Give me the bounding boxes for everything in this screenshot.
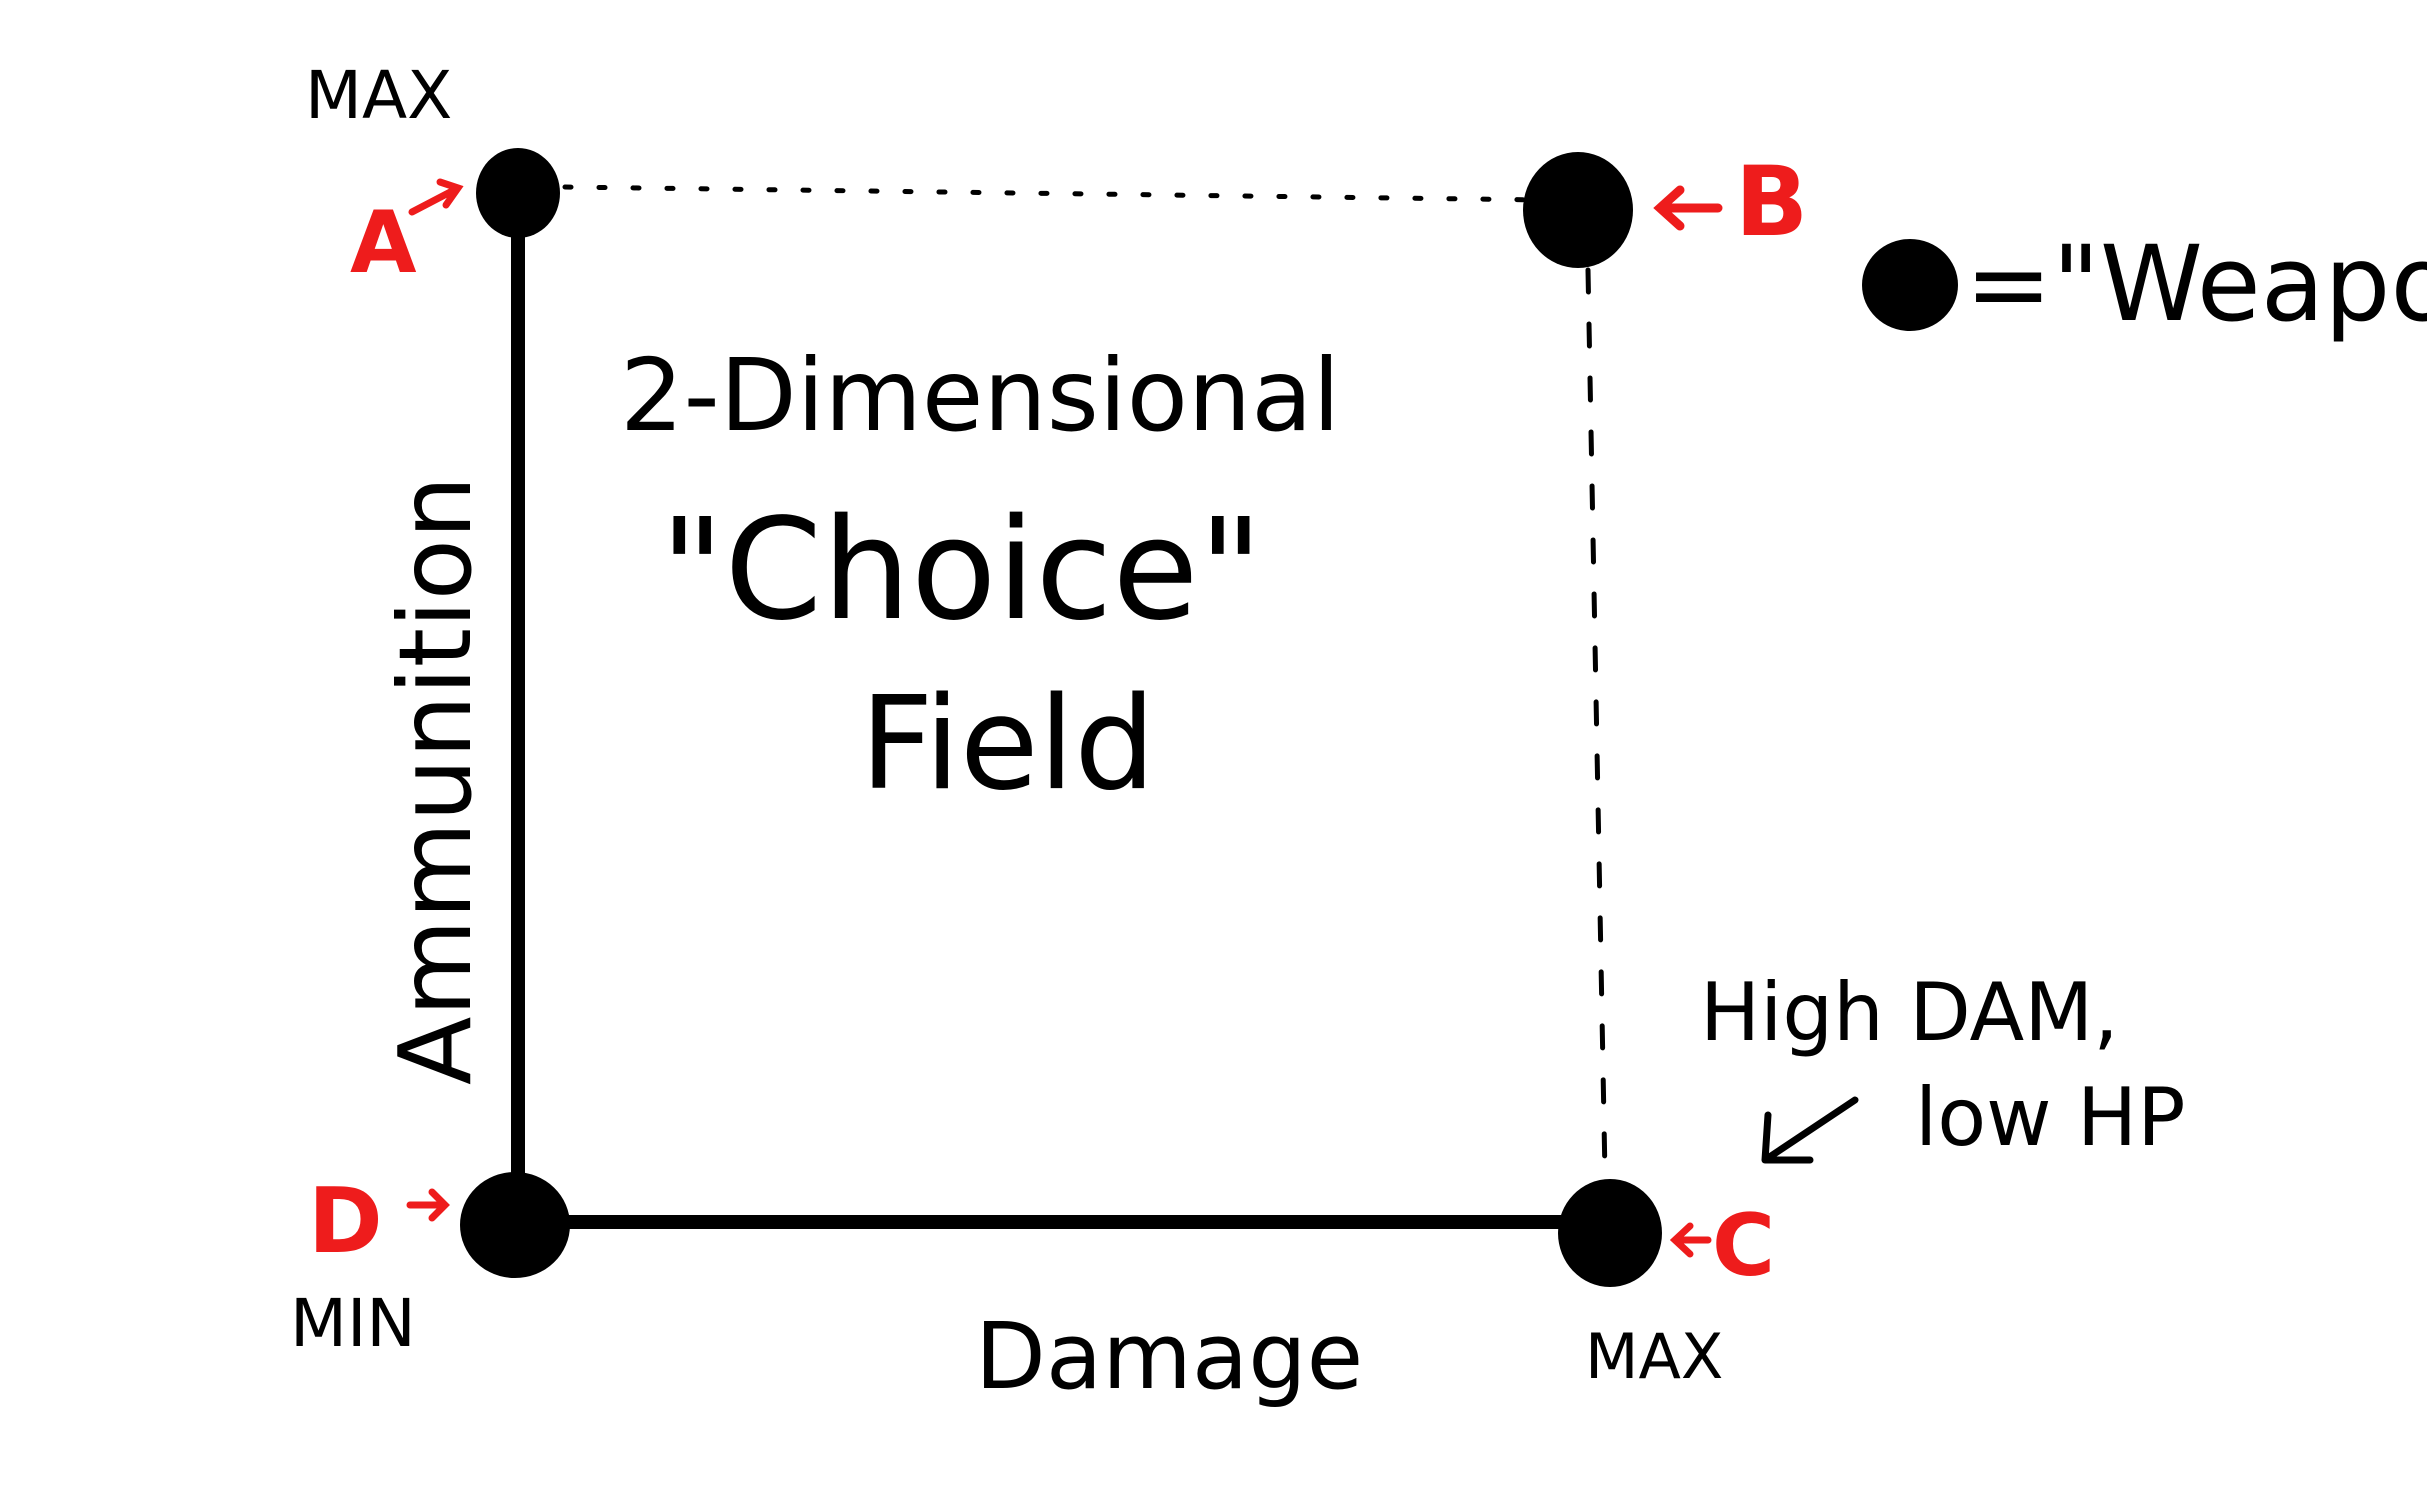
annotation-line-2: low HP	[1915, 1071, 2185, 1164]
annotation-arrow	[1761, 1096, 1859, 1164]
point-d-label: D	[308, 1169, 383, 1274]
x-max-label: MAX	[1585, 1320, 1723, 1393]
y-axis-title: Ammunition	[377, 476, 494, 1085]
title-line-2: "Choice"	[660, 489, 1263, 652]
legend-weapon-text: ="Weapon"	[1965, 223, 2427, 345]
point-c-arrow	[1669, 1222, 1712, 1258]
title-line-3: Field	[860, 670, 1155, 819]
point-c-label: C	[1712, 1196, 1775, 1296]
point-b-dot	[1523, 152, 1633, 268]
point-c-dot	[1558, 1179, 1662, 1287]
point-b-arrow	[1653, 185, 1723, 231]
top-dashed-boundary	[562, 184, 1548, 203]
x-axis-title: Damage	[975, 1303, 1363, 1410]
y-max-label: MAX	[305, 57, 452, 134]
legend-weapon-dot	[1862, 239, 1958, 331]
point-d-arrow	[406, 1188, 450, 1222]
point-a-dot	[476, 148, 560, 238]
right-dashed-boundary	[1585, 267, 1608, 1178]
annotation-line-1: High DAM,	[1700, 966, 2119, 1059]
point-a-label: A	[350, 193, 417, 293]
origin-min-label: MIN	[290, 1285, 416, 1362]
title-line-1: 2-Dimensional	[620, 337, 1340, 454]
point-a-arrow	[408, 178, 464, 216]
point-d-dot	[460, 1172, 570, 1278]
point-b-label: B	[1735, 146, 1808, 258]
